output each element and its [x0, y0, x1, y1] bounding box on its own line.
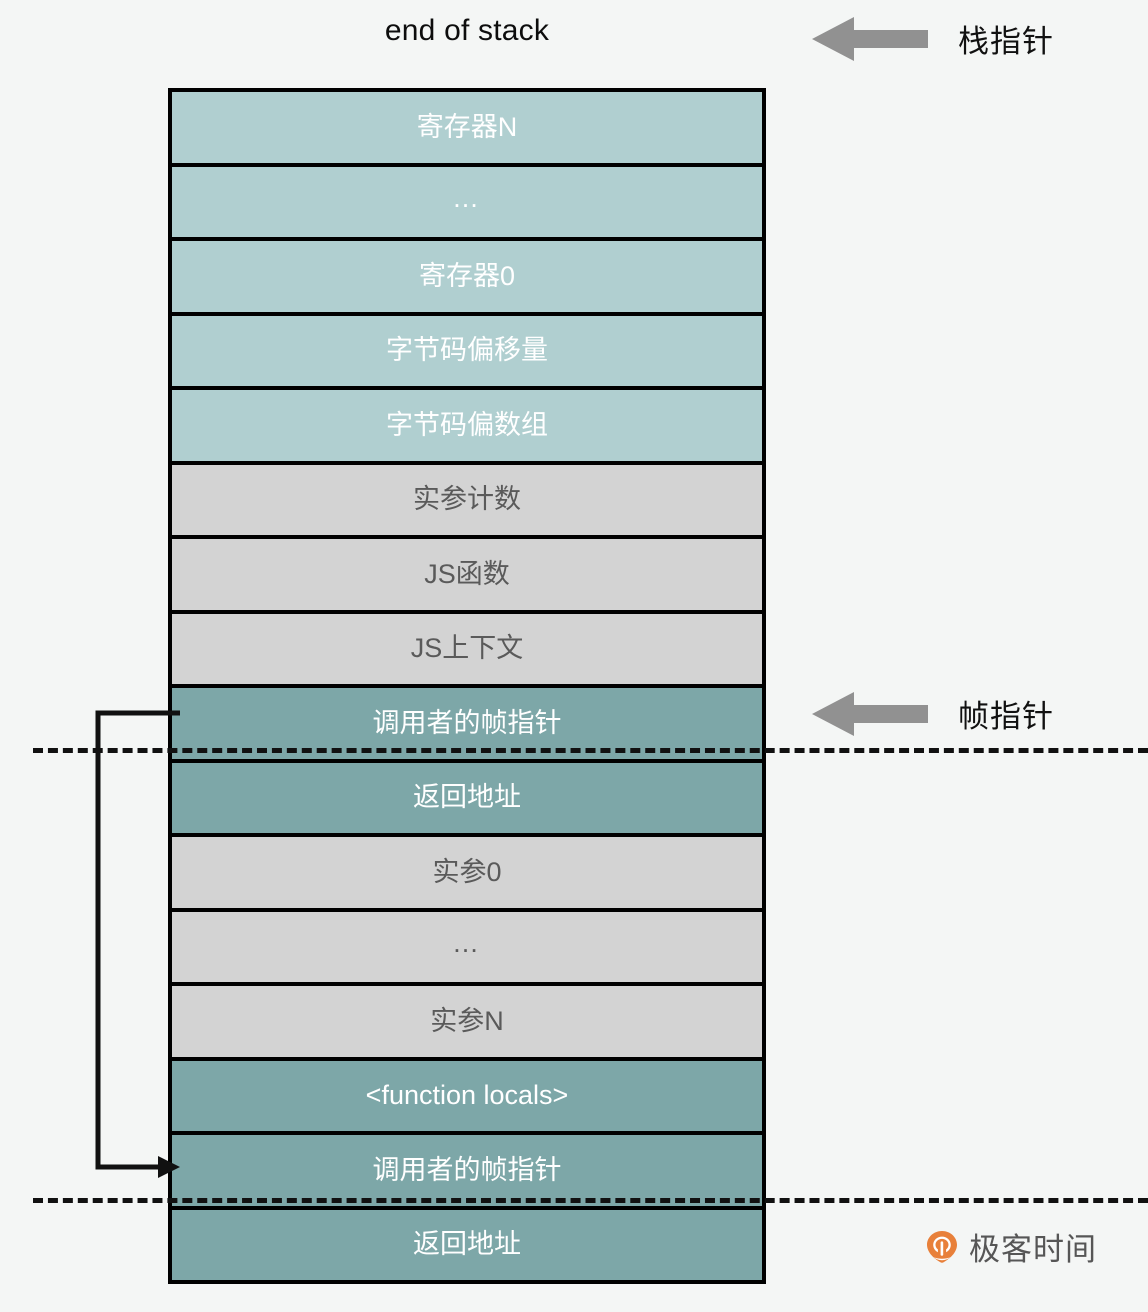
- stack-pointer-annotation: 栈指针: [812, 16, 1054, 61]
- stack-row: 实参0: [172, 837, 762, 912]
- stack-row: …: [172, 911, 762, 986]
- watermark-text: 极客时间: [969, 1232, 1097, 1267]
- stack-row: 返回地址: [172, 1209, 762, 1280]
- frame-pointer-label: 帧指针: [958, 699, 1054, 734]
- geektime-logo-icon: [927, 1230, 957, 1263]
- stack-row-label: 字节码偏移量: [386, 335, 548, 366]
- stack-row-label: …: [452, 928, 482, 959]
- stack-row-label: 实参N: [430, 1005, 504, 1036]
- arrow-left-icon: [812, 691, 928, 736]
- stack-row-label: 寄存器N: [416, 111, 518, 142]
- end-of-stack-label: end of stack: [384, 14, 550, 47]
- stack-row: 寄存器N: [172, 92, 762, 167]
- frame-pointer-boundary-line: [33, 748, 1148, 753]
- frame-pointer-chain-connector: [95, 710, 180, 1178]
- stack-row: 实参N: [172, 986, 762, 1061]
- stack-row-label: 返回地址: [413, 782, 521, 813]
- stack-diagram-box: 寄存器N … 寄存器0 字节码偏移量字节码偏数组实参计数 JS函数 JS上下文调用者的帧指…: [168, 88, 766, 1284]
- stack-row: 返回地址: [172, 762, 762, 837]
- arrow-left-icon: [812, 16, 928, 61]
- stack-row-label: 调用者的帧指针: [372, 1154, 562, 1185]
- stack-row: 实参计数: [172, 464, 762, 539]
- stack-row-label: 寄存器0: [418, 260, 516, 291]
- stack-row-label: 实参计数: [413, 484, 521, 515]
- stack-row: 调用者的帧指针: [172, 1135, 762, 1210]
- stack-pointer-label: 栈指针: [958, 24, 1054, 59]
- stack-row-label: …: [452, 183, 482, 214]
- stack-row: <function locals>: [172, 1060, 762, 1135]
- watermark: 极客时间: [925, 1224, 1097, 1269]
- stack-row-label: <function locals>: [365, 1080, 569, 1111]
- stack-row-label: JS函数: [424, 558, 510, 589]
- caller-frame-boundary-line: [33, 1198, 1148, 1203]
- stack-row: 寄存器0: [172, 241, 762, 316]
- stack-row-label: JS上下文: [410, 633, 524, 664]
- stack-row-label: 调用者的帧指针: [372, 707, 562, 738]
- stack-row-label: 字节码偏数组: [386, 409, 548, 440]
- stack-row: 字节码偏移量: [172, 315, 762, 390]
- stack-row-label: 返回地址: [413, 1229, 521, 1260]
- stack-row: …: [172, 166, 762, 241]
- stack-row: JS函数: [172, 539, 762, 614]
- frame-pointer-annotation: 帧指针: [812, 691, 1054, 736]
- stack-row: JS上下文: [172, 613, 762, 688]
- stack-row: 字节码偏数组: [172, 390, 762, 465]
- stack-row-label: 实参0: [432, 856, 502, 887]
